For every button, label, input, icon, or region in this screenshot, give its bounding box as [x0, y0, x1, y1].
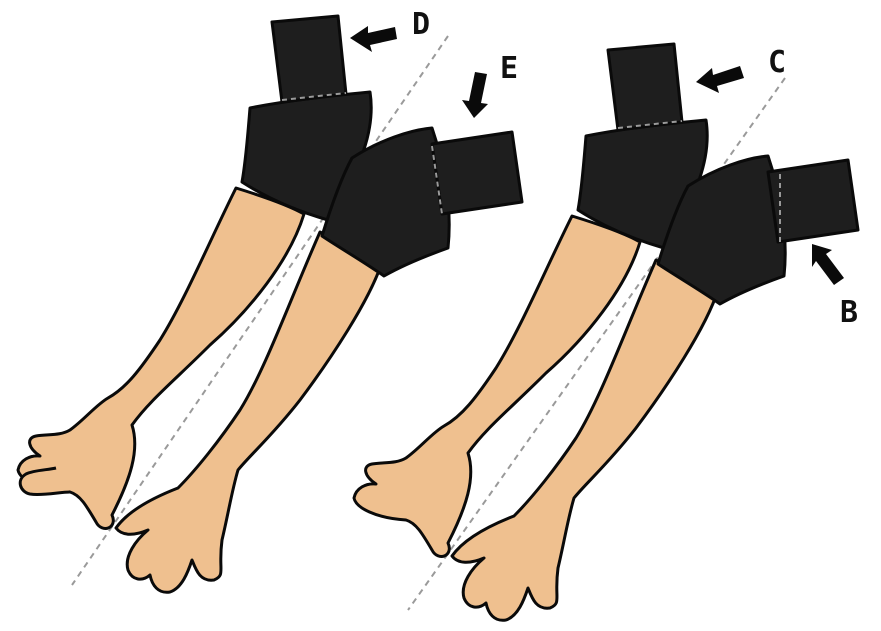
shirt-tab-e: [432, 132, 522, 214]
left-figure-back-arm: [18, 188, 304, 528]
arrow-c-icon: [696, 66, 744, 93]
shirt-tab-c: [608, 44, 682, 130]
label-e: E: [500, 51, 518, 86]
arrow-e-icon: [462, 72, 488, 118]
shirt-tab-d: [272, 16, 346, 102]
label-b: B: [840, 295, 858, 330]
shirt-tab-b: [768, 160, 858, 242]
arrow-d-icon: [350, 26, 397, 52]
label-c: C: [768, 45, 786, 80]
label-d: D: [412, 7, 430, 42]
arrow-b-icon: [812, 244, 844, 285]
